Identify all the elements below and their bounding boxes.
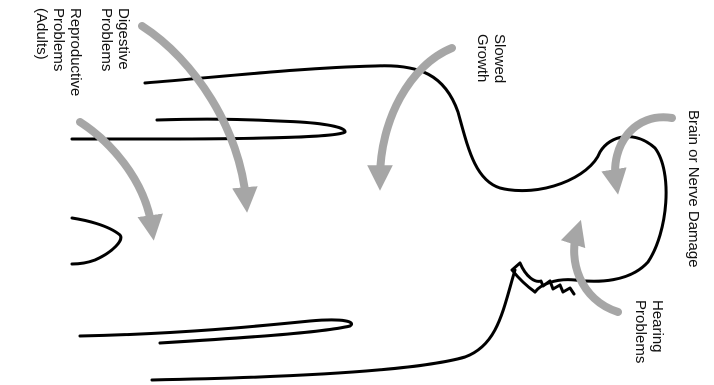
torso-bottom-outline xyxy=(152,270,515,380)
crotch-outline xyxy=(72,218,121,264)
hearing-problems-label: Hearing Problems xyxy=(632,300,666,363)
reproductive-problems-label: Reproductive Problems (Adults) xyxy=(33,8,84,96)
digestive-arrow xyxy=(142,26,246,200)
brain-nerve-damage-label: Brain or Nerve Damage xyxy=(685,110,702,268)
digestive-problems-label: Digestive Problems xyxy=(98,8,132,71)
upper-arm-outline xyxy=(145,119,345,139)
slowed-growth-label: Slowed Growth xyxy=(474,34,508,83)
slowed-growth-arrow xyxy=(380,48,452,178)
lower-arm-outline xyxy=(80,320,352,343)
hearing-arrow xyxy=(574,232,618,312)
torso-top-outline xyxy=(145,66,666,292)
